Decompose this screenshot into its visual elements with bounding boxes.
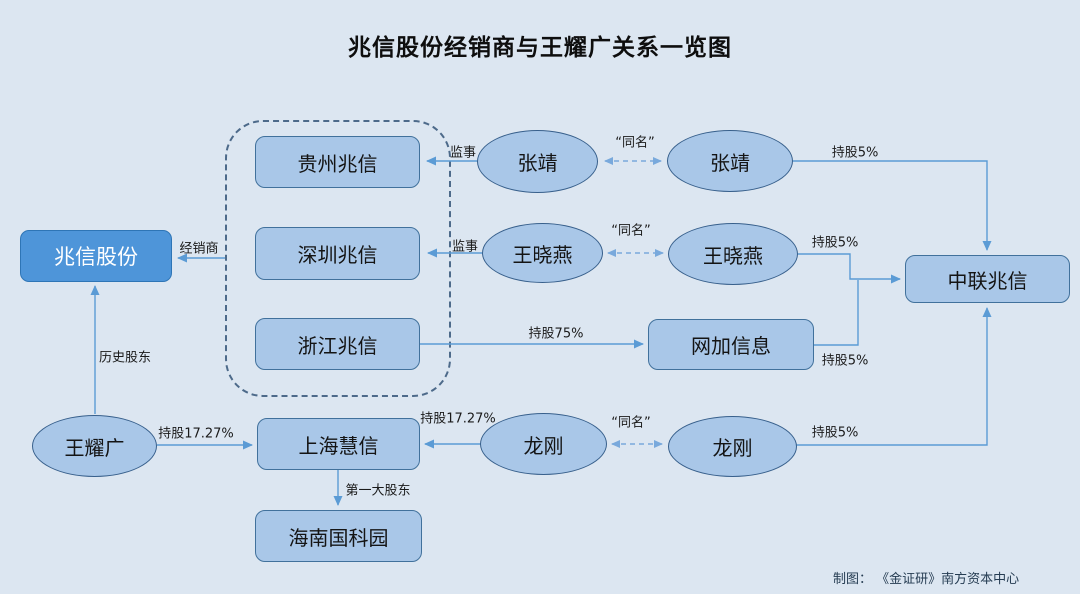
label-dealer: 经销商 [179,241,219,257]
label-holding-1727-longgang: 持股17.27% [420,411,496,427]
label-same-name-wangxiaoyan: “同名” [611,223,651,239]
node-wangjia-xinxi: 网加信息 [648,319,814,370]
label-holding-5-longgang: 持股5% [811,425,859,441]
node-hainan-guokeyuan: 海南国科园 [255,510,422,562]
credit-text: 制图： 《金证研》南方资本中心 [833,572,1020,587]
label-holding-75: 持股75% [528,326,584,342]
label-same-name-longgang: “同名” [611,415,651,431]
label-first-shareholder: 第一大股东 [345,483,411,499]
node-shanghai-huixin: 上海慧信 [257,418,420,470]
edge-holding-5-wangjia [814,280,859,346]
node-zhangjing-left: 张靖 [477,130,598,193]
node-shenzhen-zhaoxin: 深圳兆信 [255,227,420,280]
node-wangxiaoyan-left: 王晓燕 [482,223,603,283]
node-zhangjing-right: 张靖 [667,130,793,192]
label-supervisor-wangxiaoyan: 监事 [451,239,479,255]
node-longgang-right: 龙刚 [668,416,797,477]
node-wangxiaoyan-right: 王晓燕 [668,223,798,285]
label-same-name-zhangjing: “同名” [615,135,655,151]
diagram-title: 兆信股份经销商与王耀广关系一览图 [348,35,732,61]
label-holding-5-zhangjing: 持股5% [831,145,879,161]
label-holding-1727-wangyaoguang: 持股17.27% [158,426,234,442]
label-holding-5-wangjia: 持股5% [821,353,869,369]
node-zhaoxin-gufen: 兆信股份 [20,230,172,282]
dealer-group-container [225,120,451,397]
node-zhejiang-zhaoxin: 浙江兆信 [255,318,420,370]
label-supervisor-zhangjing: 监事 [449,145,477,161]
node-longgang-left: 龙刚 [480,413,607,475]
label-historical-shareholder: 历史股东 [98,350,152,366]
edge-holding-5-wangxiaoyan [798,253,901,284]
node-wangyaoguang: 王耀广 [32,415,157,477]
node-zhonglian-zhaoxin: 中联兆信 [905,255,1070,303]
label-holding-5-wangxiaoyan: 持股5% [811,235,859,251]
node-guizhou-zhaoxin: 贵州兆信 [255,136,420,188]
